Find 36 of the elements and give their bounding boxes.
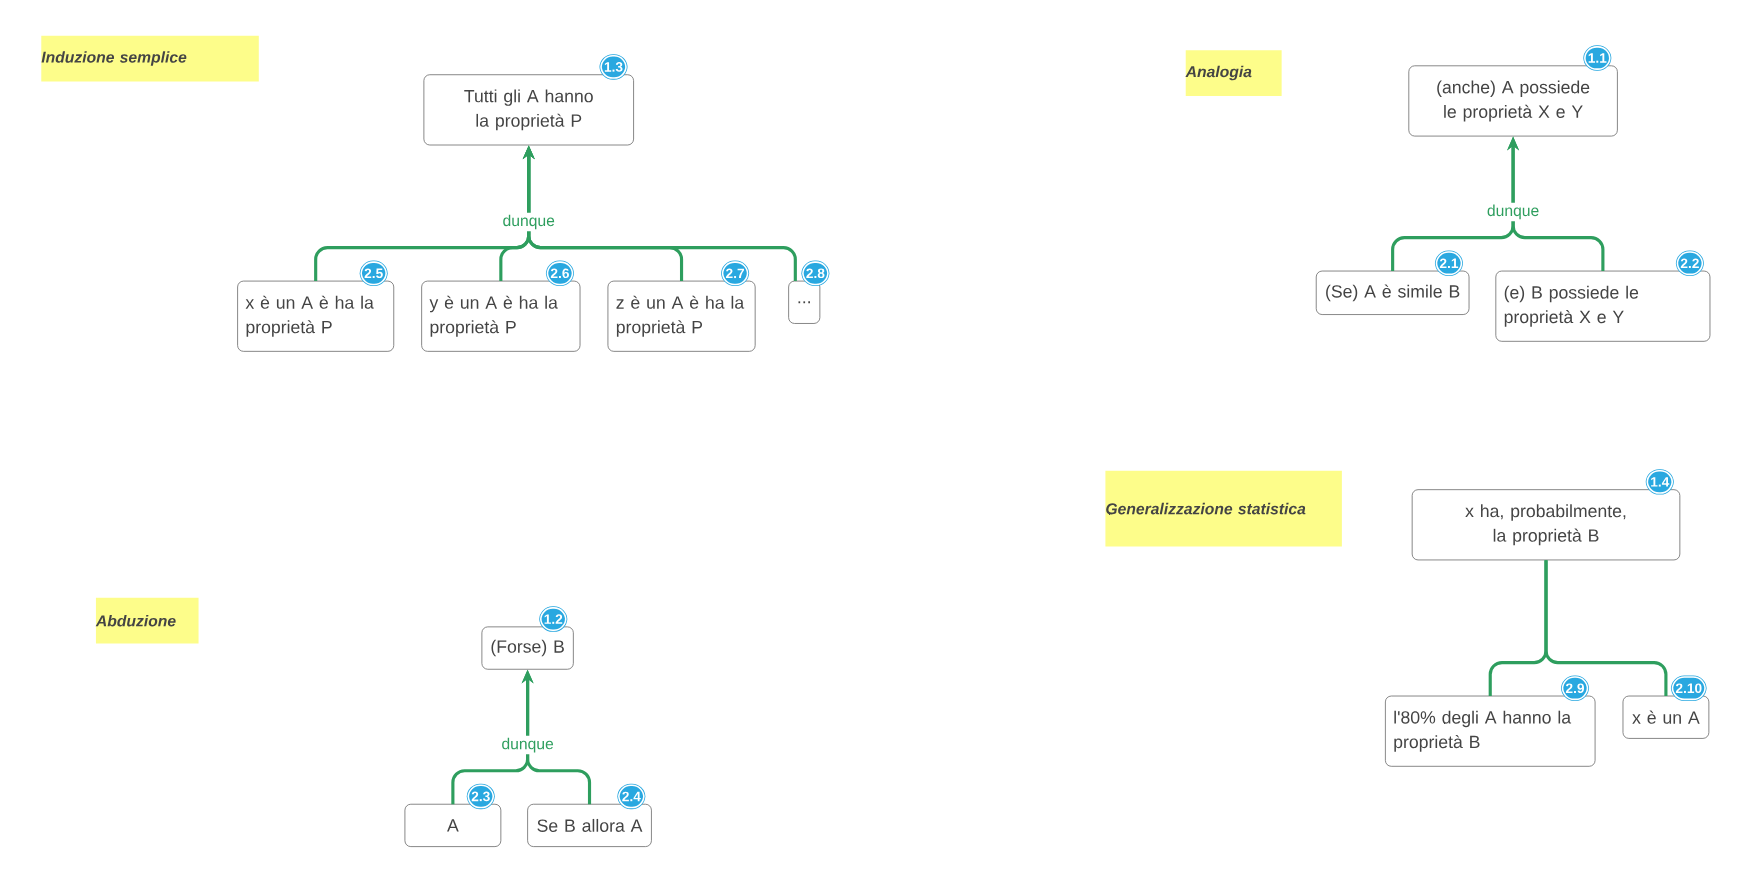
number-badge: 2.5 <box>359 260 388 287</box>
number-badge: 1.4 <box>1645 469 1674 495</box>
text-box: l'80% degli A hanno la proprietà B <box>1385 695 1596 767</box>
text-box: (anche) A possiede le proprietà X e Y <box>1408 65 1618 137</box>
text-box: Tutti gli A hanno la proprietà P <box>423 74 634 146</box>
number-badge: 1.2 <box>539 606 568 632</box>
text-box: (Forse) B <box>481 626 574 670</box>
text-box: (Se) A è simile B <box>1315 270 1470 316</box>
text-box: x è un A <box>1622 695 1710 739</box>
sticky-note: Analogia <box>1185 50 1282 97</box>
edge-label: dunque <box>500 212 557 232</box>
text-box: z è un A è ha la proprietà P <box>607 280 756 352</box>
number-badge: 2.10 <box>1670 675 1707 702</box>
number-badge: 1.3 <box>599 54 628 80</box>
sticky-note: Generalizzazione statistica <box>1105 470 1342 547</box>
edge-label: dunque <box>499 736 556 755</box>
number-badge: 2.8 <box>801 260 830 287</box>
text-box: x ha, probabilmente, la proprietà B <box>1411 489 1681 561</box>
number-badge: 2.4 <box>617 783 646 810</box>
edge-label: dunque <box>1485 202 1542 222</box>
text-box: x è un A è ha la proprietà P <box>237 280 395 352</box>
number-badge: 1.1 <box>1583 45 1612 71</box>
text-box: (e) B possiede le proprietà X e Y <box>1495 270 1711 342</box>
bracket-connector <box>1544 560 1668 697</box>
number-badge: 2.6 <box>545 260 574 287</box>
text-box: A <box>404 804 502 848</box>
text-box: Se B allora A <box>527 804 652 848</box>
number-badge: 2.3 <box>466 783 495 810</box>
number-badge: 2.2 <box>1675 250 1704 277</box>
sticky-note: Abduzione <box>95 598 199 644</box>
number-badge: 2.1 <box>1434 250 1463 277</box>
number-badge: 2.9 <box>1560 675 1590 702</box>
text-box: ... <box>788 280 821 325</box>
number-badge: 2.7 <box>721 260 750 287</box>
text-box: y è un A è ha la proprietà P <box>421 280 581 352</box>
sticky-note: Induzione semplice <box>41 35 259 82</box>
